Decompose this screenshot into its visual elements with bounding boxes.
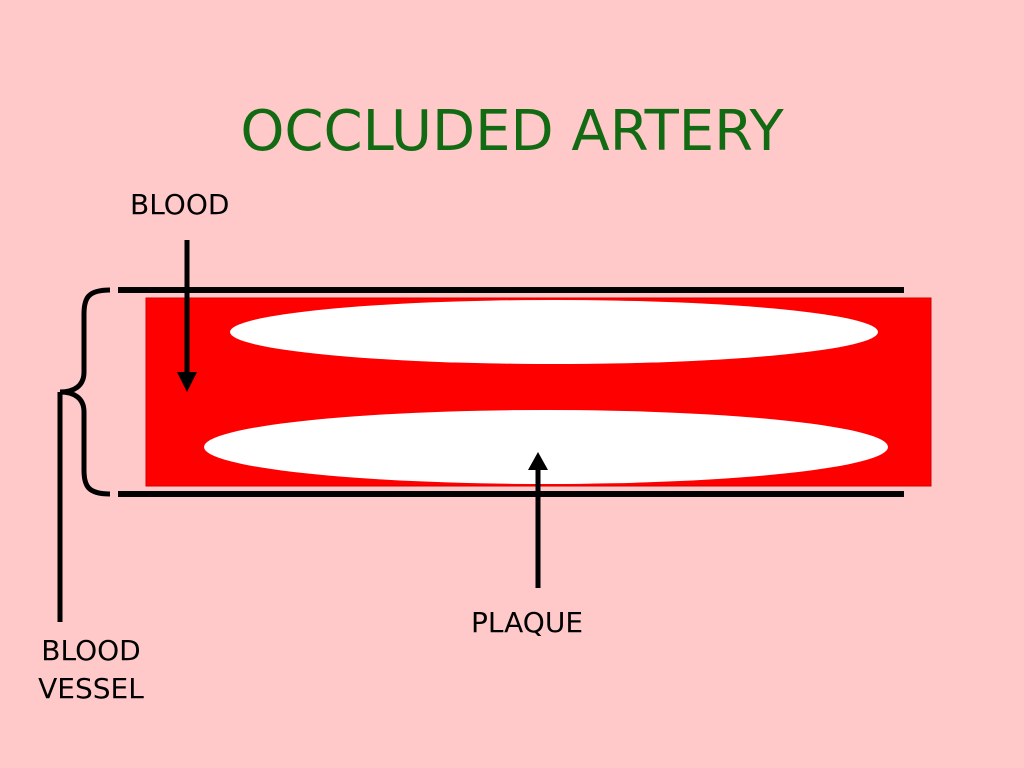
plaque-label: PLAQUE — [471, 606, 584, 639]
blood-label: BLOOD — [130, 188, 230, 221]
plaque-arrow-head — [528, 452, 548, 470]
plaque-deposit-lower — [204, 410, 888, 484]
blood-vessel-label-line1: BLOOD — [41, 634, 141, 667]
blood-arrow-head — [177, 372, 197, 392]
plaque-deposit-upper — [230, 300, 878, 364]
page-title: OCCLUDED ARTERY — [240, 99, 784, 164]
blood-vessel-label: BLOOD VESSEL — [20, 632, 162, 708]
blood-vessel-label-line2: VESSEL — [38, 672, 144, 705]
blood-vessel-brace — [59, 287, 111, 497]
